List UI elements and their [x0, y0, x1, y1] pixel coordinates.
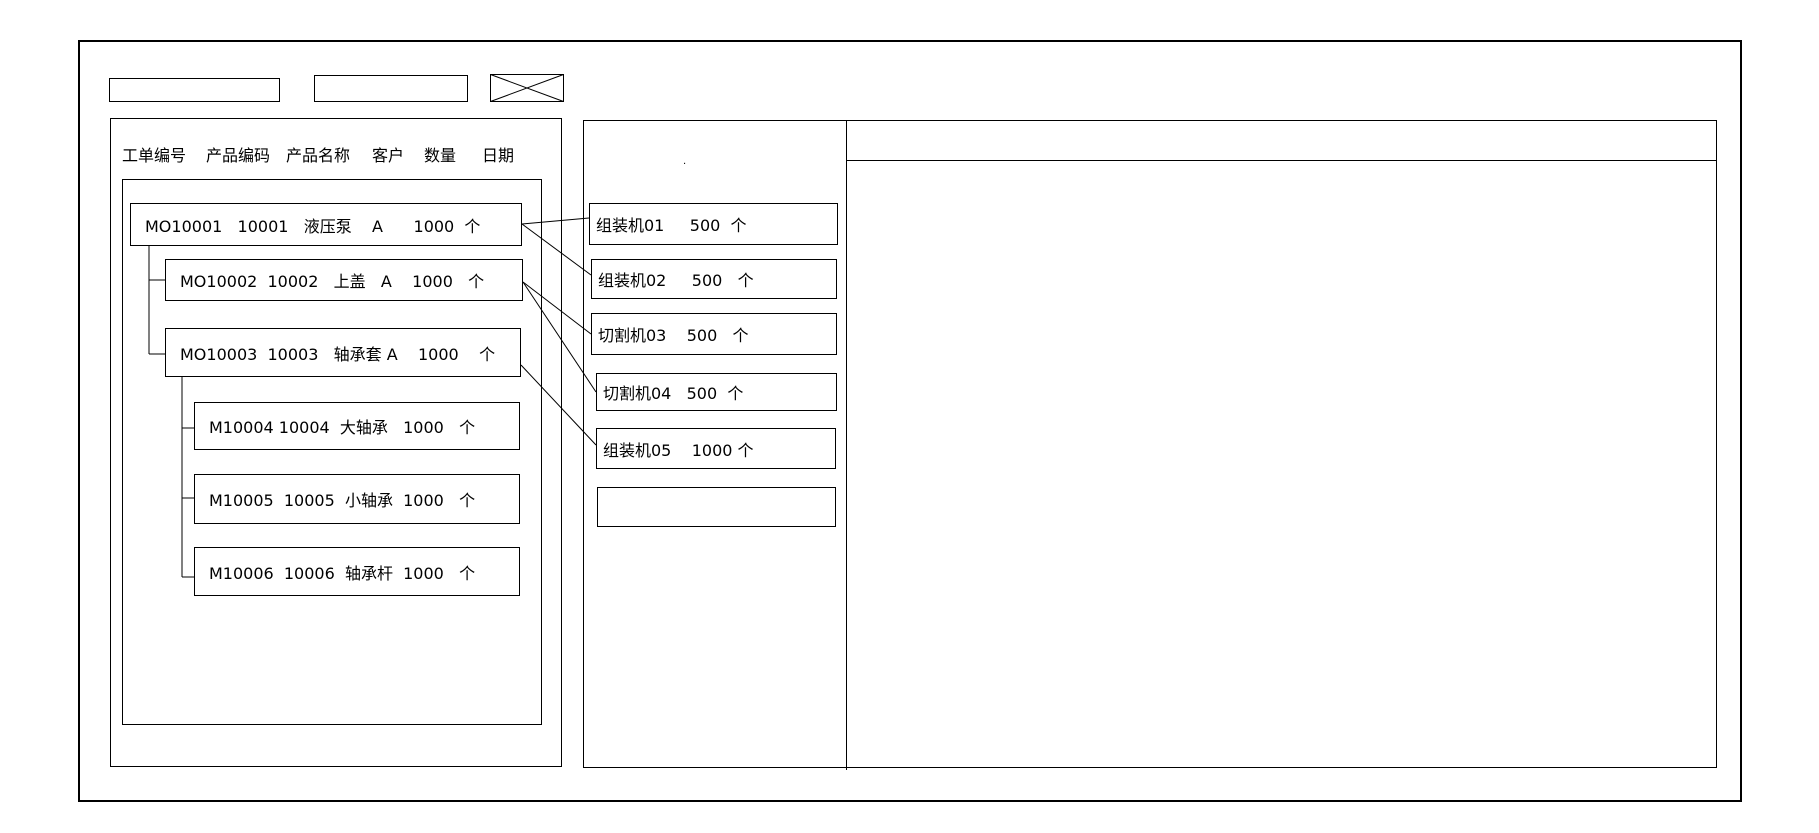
header-order-no: 工单编号	[122, 146, 187, 165]
work-order-row-text: MO10002 10002 上盖 A 1000 个	[180, 272, 485, 291]
work-order-row-text: M10005 10005 小轴承 1000 个	[209, 491, 476, 510]
work-order-row-text: MO10001 10001 液压泵 A 1000 个	[145, 216, 481, 236]
work-order-row-text: M10004 10004 大轴承 1000 个	[209, 418, 476, 437]
work-order-row[interactable]: MO10002 10002 上盖 A 1000 个	[165, 259, 523, 301]
work-order-row-text: MO10003 10003 轴承套 A 1000 个	[180, 344, 496, 364]
machine-item[interactable]: 组装机01 500 个	[589, 203, 838, 245]
header-customer: 客户	[372, 146, 405, 165]
work-order-row[interactable]: MO10001 10001 液压泵 A 1000 个	[130, 203, 522, 246]
header-date: 日期	[482, 146, 515, 165]
gantt-header-line	[847, 160, 1717, 161]
work-order-header: 工单编号 产品编码 产品名称 客户 数量 日期	[122, 148, 552, 168]
header-product-code: 产品编码	[206, 146, 271, 165]
machine-item[interactable]: 切割机04 500 个	[596, 373, 837, 411]
machine-item[interactable]: 切割机03 500 个	[591, 313, 837, 355]
panel-divider	[846, 120, 847, 770]
machine-item-text: 组装机05 1000 个	[603, 440, 754, 460]
machine-item-text: 切割机03 500 个	[598, 326, 749, 345]
image-placeholder-icon[interactable]	[490, 74, 564, 102]
machine-item[interactable]: 组装机05 1000 个	[596, 428, 836, 469]
machine-item-text: 组装机02 500 个	[598, 271, 754, 290]
filter-input-1[interactable]	[109, 78, 280, 102]
machine-item-text: 切割机04 500 个	[603, 384, 744, 403]
machine-item-empty[interactable]	[597, 487, 836, 527]
filter-input-2[interactable]	[314, 75, 468, 102]
header-product-name: 产品名称	[286, 146, 351, 165]
header-quantity: 数量	[424, 146, 457, 165]
work-order-row[interactable]: M10006 10006 轴承杆 1000 个	[194, 547, 520, 596]
work-order-row[interactable]: M10004 10004 大轴承 1000 个	[194, 402, 520, 450]
outer-frame	[78, 40, 1742, 802]
machine-header-mark: ·	[683, 159, 687, 170]
machine-item[interactable]: 组装机02 500 个	[591, 259, 837, 299]
work-order-row-text: M10006 10006 轴承杆 1000 个	[209, 563, 476, 583]
work-order-row[interactable]: MO10003 10003 轴承套 A 1000 个	[165, 328, 521, 377]
machine-item-text: 组装机01 500 个	[596, 216, 747, 235]
work-order-row[interactable]: M10005 10005 小轴承 1000 个	[194, 474, 520, 524]
